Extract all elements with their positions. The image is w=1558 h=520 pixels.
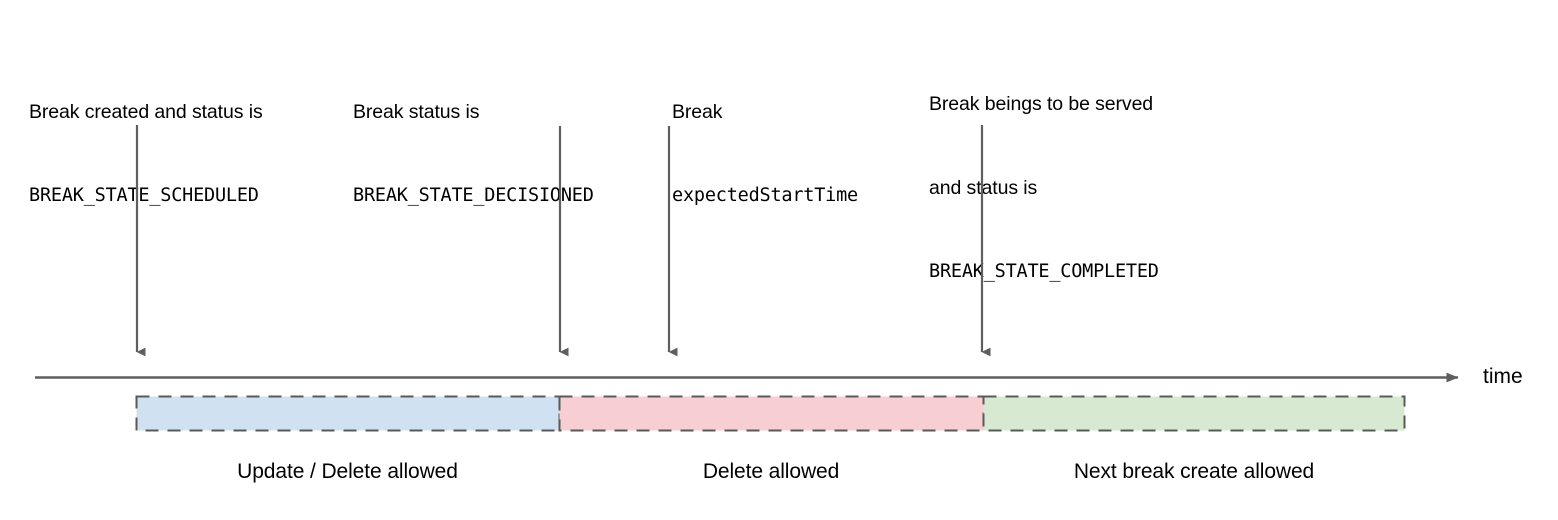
phase-segment-delete-only [558,395,985,432]
phase-caption-next-break: Next break create allowed [1073,460,1315,483]
annotation-line: Break status is [353,101,480,123]
annotation-line: Break created and status is [29,101,263,123]
annotation-line: and status is [929,177,1038,199]
annotation-line-code: BREAK_STATE_SCHEDULED [29,185,259,206]
milestone-annotation-scheduled: Break created and status is BREAK_STATE_… [29,42,349,266]
annotation-line: Break beings to be served [929,93,1154,115]
annotation-line: Break [672,101,723,123]
phase-segment-update-delete [135,395,561,432]
phase-bar [135,395,1406,432]
milestone-annotation-completed: Break beings to be served and status is … [929,34,1229,342]
phase-caption-update-delete: Update / Delete allowed [237,460,458,483]
milestone-annotation-expected-start-time: Break expectedStartTime [672,42,912,266]
annotation-line-code: BREAK_STATE_DECISIONED [353,185,594,206]
annotation-line-code: expectedStartTime [672,185,858,206]
annotation-line-code: BREAK_STATE_COMPLETED [929,261,1159,282]
time-axis-label: time [1483,365,1523,388]
milestone-annotation-decisioned: Break status is BREAK_STATE_DECISIONED [353,42,653,266]
phase-caption-delete-only: Delete allowed [702,460,840,483]
milestone-arrow-group [135,125,991,357]
phase-segment-next-break [982,395,1406,432]
